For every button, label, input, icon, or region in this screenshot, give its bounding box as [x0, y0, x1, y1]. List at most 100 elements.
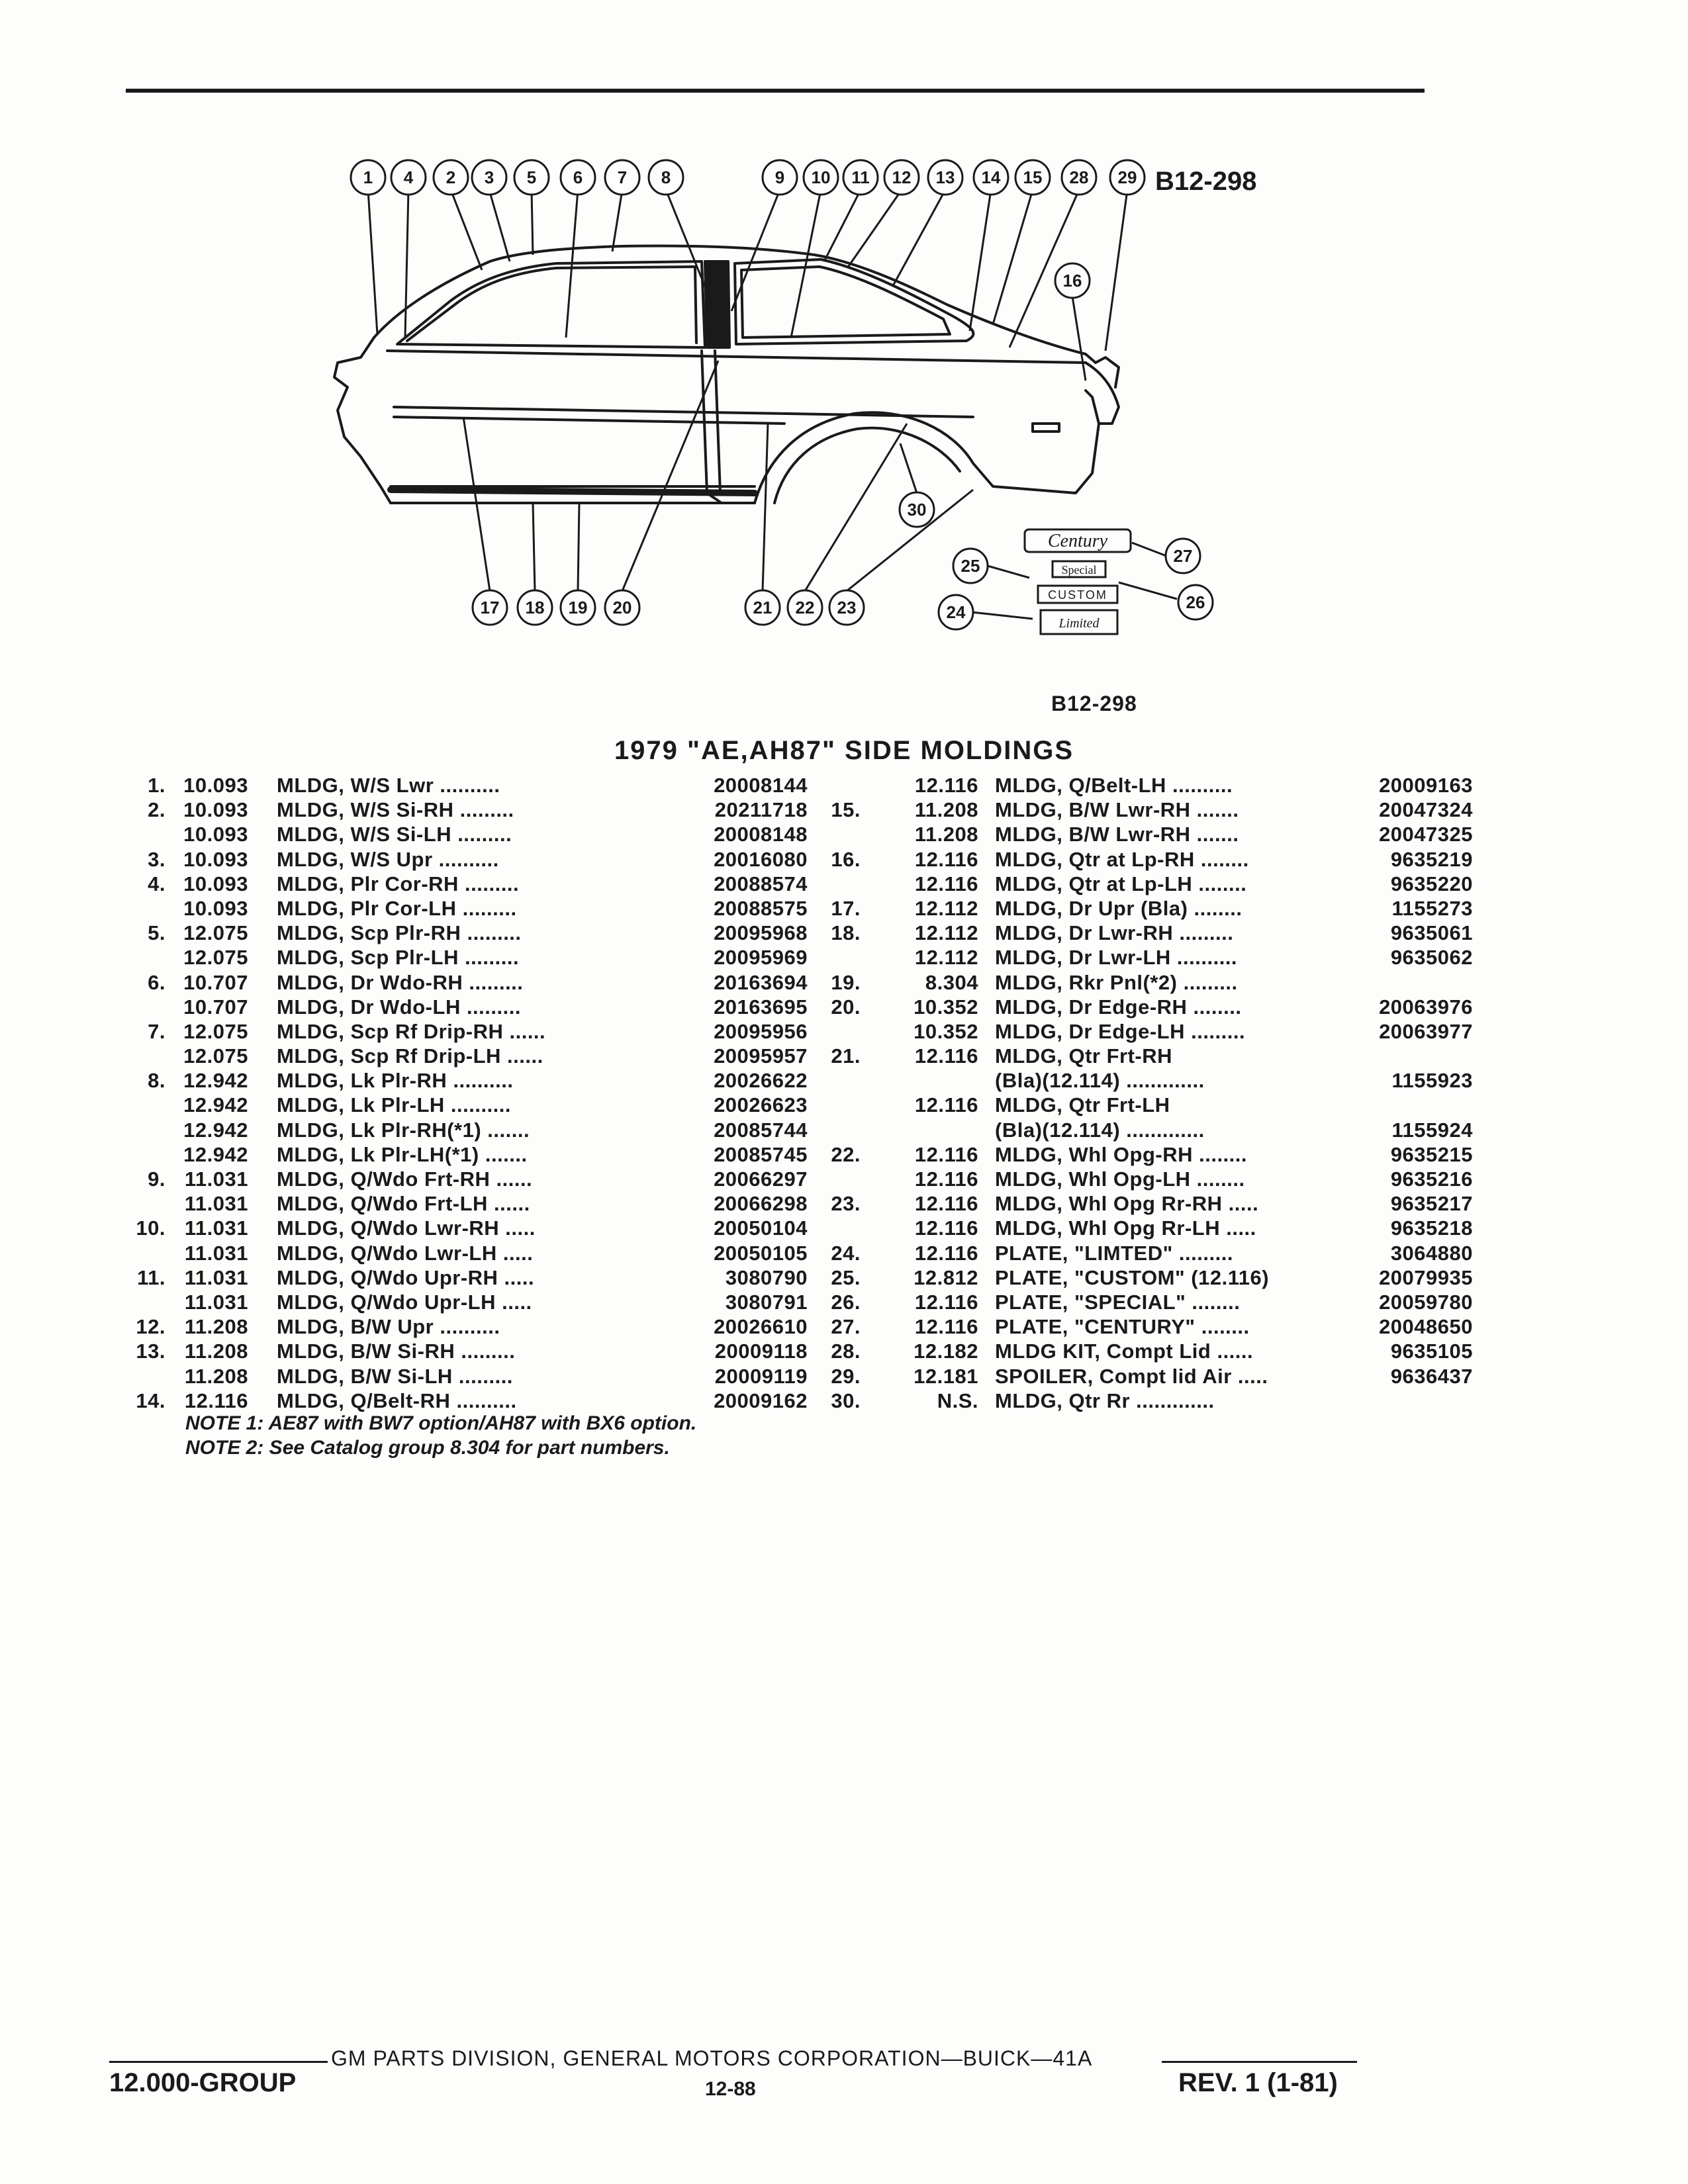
item-number: 7.	[148, 1019, 165, 1043]
callout-number: 4	[404, 167, 414, 187]
group-number: 10.093	[183, 823, 248, 846]
group-number: 12.075	[183, 921, 248, 945]
group-number: 12.116	[914, 1142, 978, 1166]
callout-circle	[883, 159, 920, 196]
callout-leader-lines	[367, 189, 1178, 620]
part-description: MLDG, B/W Lwr-RH .......	[995, 823, 1239, 846]
part-description: (Bla)(12.114) .............	[995, 1069, 1205, 1093]
part-description: MLDG, Whl Opg-LH ........	[995, 1167, 1245, 1191]
callout-circle	[842, 159, 879, 196]
part-description: MLDG, Rkr Pnl(*2) .........	[995, 970, 1238, 994]
group-number: 8.304	[925, 970, 978, 994]
footer-page-number: 12-88	[705, 2078, 756, 2100]
part-description: MLDG, Plr Cor-LH .........	[277, 896, 517, 920]
parts-row: 19. 8.304 MLDG, Rkr Pnl(*2) .........	[811, 970, 1473, 995]
part-number: 20009162	[714, 1388, 808, 1412]
callout-circle	[1014, 159, 1051, 196]
part-description: MLDG, Scp Plr-LH .........	[277, 946, 520, 970]
part-number: 20163694	[714, 970, 808, 994]
parts-row: (Bla)(12.114) ............. 1155923	[811, 1068, 1473, 1093]
part-description: MLDG, Dr Edge-LH .........	[995, 1019, 1246, 1043]
group-number: 12.116	[914, 1216, 978, 1240]
part-number: 20026610	[714, 1315, 808, 1339]
callout-circle	[350, 159, 387, 196]
plate-custom-text: CUSTOM	[1048, 588, 1107, 602]
part-description: PLATE, "CUSTOM" (12.116)	[995, 1265, 1270, 1289]
item-number: 3.	[148, 847, 165, 871]
part-number: 3080790	[725, 1265, 808, 1289]
part-description: MLDG, Lk Plr-LH ..........	[277, 1093, 512, 1117]
callout-circle	[937, 594, 974, 631]
part-number: 20066298	[714, 1192, 808, 1216]
part-description: MLDG, Lk Plr-RH(*1) .......	[277, 1118, 530, 1142]
group-number: 10.093	[183, 798, 248, 822]
part-description: SPOILER, Compt lid Air .....	[995, 1364, 1268, 1388]
callout-circle	[786, 589, 823, 626]
part-number: 3080791	[725, 1290, 808, 1314]
part-number: 20050105	[714, 1241, 808, 1265]
callout-circle	[1177, 584, 1214, 621]
part-description: MLDG, Q/Wdo Upr-RH .....	[277, 1265, 535, 1289]
part-number: 20047325	[1379, 823, 1473, 846]
part-number: 20063977	[1379, 1019, 1473, 1043]
part-description: MLDG, W/S Si-LH .........	[277, 823, 512, 846]
group-number: 12.812	[914, 1265, 978, 1289]
note-1: NOTE 1: AE87 with BW7 option/AH87 with B…	[185, 1412, 697, 1434]
group-number: 10.093	[183, 774, 248, 797]
item-number: 12.	[136, 1315, 165, 1339]
part-number: 20050104	[714, 1216, 808, 1240]
limited-plate: Limited	[1039, 609, 1119, 635]
item-number: 8.	[148, 1069, 165, 1093]
part-number: 20085745	[714, 1142, 808, 1166]
part-number: 20008148	[714, 823, 808, 846]
callout-number: 6	[573, 167, 583, 187]
group-number: 11.031	[184, 1265, 248, 1289]
part-description: MLDG, Lk Plr-RH ..........	[277, 1069, 514, 1093]
item-number: 19.	[831, 970, 861, 994]
parts-row: 10.093 MLDG, W/S Si-LH ......... 20008148	[99, 822, 808, 846]
group-number: 10.093	[183, 872, 248, 895]
group-number: 12.075	[183, 946, 248, 970]
callout-circle	[559, 589, 596, 626]
item-number: 2.	[148, 798, 165, 822]
note-2: NOTE 2: See Catalog group 8.304 for part…	[185, 1437, 670, 1459]
group-number: 12.112	[914, 946, 978, 970]
part-number: 1155923	[1391, 1069, 1473, 1093]
item-number: 30.	[831, 1388, 861, 1412]
part-description: MLDG, Q/Wdo Frt-RH ......	[277, 1167, 533, 1191]
part-number: 9635061	[1390, 921, 1473, 945]
part-number: 9635216	[1390, 1167, 1473, 1191]
item-number: 18.	[831, 921, 861, 945]
callout-circle	[828, 589, 865, 626]
item-number: 20.	[831, 995, 861, 1019]
callout-circle	[604, 589, 641, 626]
part-number: 9635105	[1390, 1340, 1473, 1363]
part-description: MLDG, Dr Wdo-LH .........	[277, 995, 521, 1019]
callout-number: 5	[527, 167, 536, 187]
item-number: 10.	[136, 1216, 165, 1240]
footer-publisher: GM PARTS DIVISION, GENERAL MOTORS CORPOR…	[331, 2046, 1093, 2070]
group-number: 12.181	[914, 1364, 978, 1388]
callout-number: 10	[812, 167, 831, 187]
callout-number: 16	[1063, 271, 1082, 291]
part-number: 9635219	[1390, 847, 1473, 871]
part-number: 20088575	[714, 896, 808, 920]
figure-label-bottom: B12-298	[1051, 692, 1137, 715]
callout-circle	[647, 159, 684, 196]
